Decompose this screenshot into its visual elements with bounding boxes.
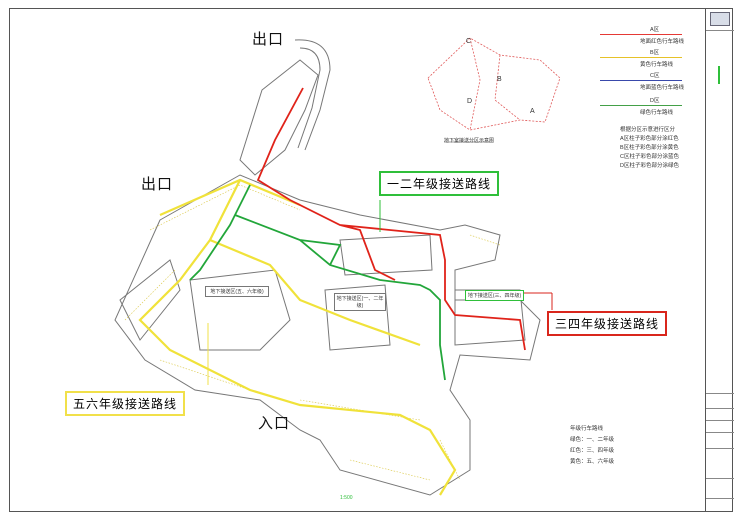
legend-note: 根据分区示意进行区分 — [620, 127, 676, 133]
drawing-border — [9, 8, 733, 512]
legend-code-c: C区 — [650, 73, 660, 79]
legend-note: A区柱子彩色部分涂红色 — [620, 136, 679, 142]
scale-note: 1:500 — [340, 495, 353, 501]
route-note-line: 绿色：一、二年级 — [570, 437, 615, 443]
keymap-caption: 地下室接送分区示意图 — [444, 138, 495, 144]
legend-desc-b: 黄色行车路线 — [640, 62, 674, 68]
route-note-title: 年级行车路线 — [570, 426, 604, 432]
keymap-area-c: C — [466, 38, 472, 45]
zone-grade34: 地下接送区(三、四年级) — [465, 290, 524, 301]
route-grade12 — [189, 184, 446, 381]
legend-note: D区柱子彩色部分涂绿色 — [620, 163, 679, 169]
legend-code-d: D区 — [650, 98, 660, 104]
legend-code-a: A区 — [650, 27, 660, 33]
callout-grade56: 五六年级接送路线 — [65, 391, 186, 416]
keymap-area-a: A — [530, 108, 535, 115]
legend-code-b: B区 — [650, 50, 660, 56]
exit-label-top: 出口 — [252, 31, 285, 48]
entrance-label: 入口 — [258, 415, 291, 432]
keymap-area-b: B — [497, 76, 502, 83]
legend-note: C区柱子彩色部分涂蓝色 — [620, 154, 679, 160]
zone-grade56: 地下接送区(五、六年级) — [205, 286, 269, 297]
callout-grade34: 三四年级接送路线 — [547, 311, 668, 336]
legend-desc-d: 绿色行车路线 — [640, 110, 674, 116]
north-arrow-icon — [718, 66, 720, 84]
keymap — [427, 37, 561, 131]
route-grade56 — [138, 178, 457, 496]
route-grade34 — [256, 87, 526, 351]
exit-ramp-top — [294, 39, 331, 151]
legend-note: B区柱子彩色部分涂黄色 — [620, 145, 679, 151]
exit-label-left: 出口 — [141, 176, 174, 193]
route-note-line: 红色：三、四年级 — [570, 448, 615, 454]
title-block — [705, 8, 734, 512]
logo-icon — [710, 12, 730, 26]
legend-desc-a: 地面红色行车路线 — [640, 39, 685, 45]
zone-grade12: 地下接送区(一、二年级) — [334, 293, 386, 311]
keymap-area-d: D — [467, 98, 473, 105]
legend-desc-c: 地面蓝色行车路线 — [640, 85, 685, 91]
callout-grade12: 一二年级接送路线 — [379, 171, 500, 196]
building-outlines — [114, 59, 541, 496]
route-note-line: 黄色：五、六年级 — [570, 459, 615, 465]
